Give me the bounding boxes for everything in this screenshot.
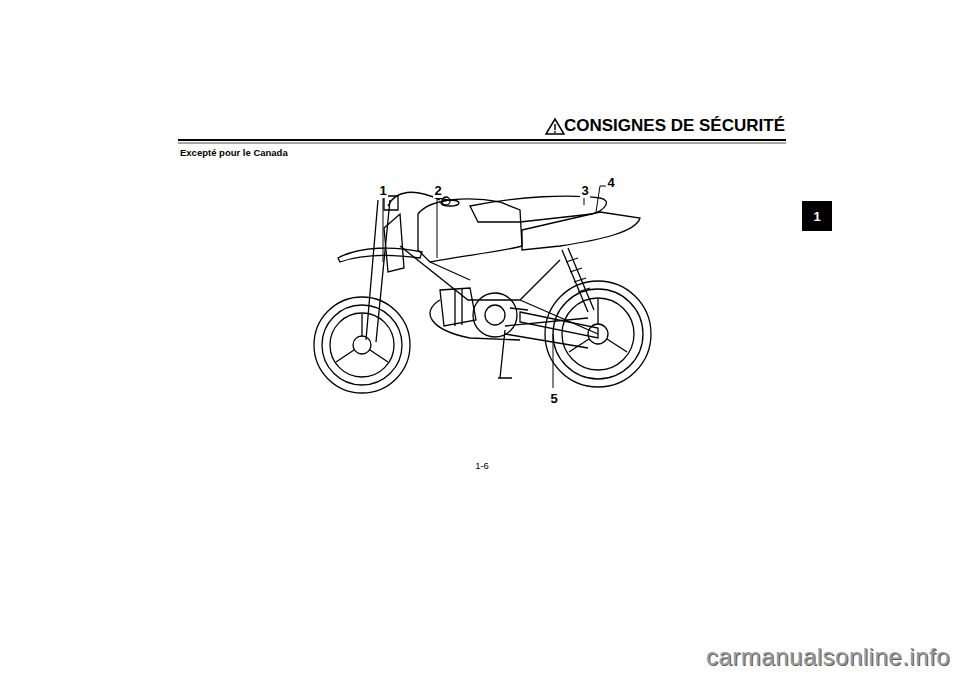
- callout-number: 5: [549, 392, 558, 406]
- callout-number: 2: [433, 184, 442, 198]
- page-title: CONSIGNES DE SÉCURITÉ: [564, 117, 785, 136]
- warning-icon: [546, 119, 564, 134]
- chapter-tab: 1: [802, 201, 832, 231]
- motorcycle-drawing: [314, 192, 651, 393]
- watermark: carmanualsonline.info: [706, 644, 950, 670]
- tab-number: 1: [813, 209, 820, 224]
- page-number: 1-6: [474, 461, 490, 471]
- callout-number: 4: [606, 176, 615, 190]
- header-rule: [178, 143, 786, 144]
- header-rule: [178, 139, 786, 141]
- region-note: Excepté pour le Canada: [180, 148, 288, 158]
- callout-number: 1: [378, 184, 387, 198]
- leader-line: [383, 186, 610, 388]
- callout-number: 3: [580, 184, 589, 198]
